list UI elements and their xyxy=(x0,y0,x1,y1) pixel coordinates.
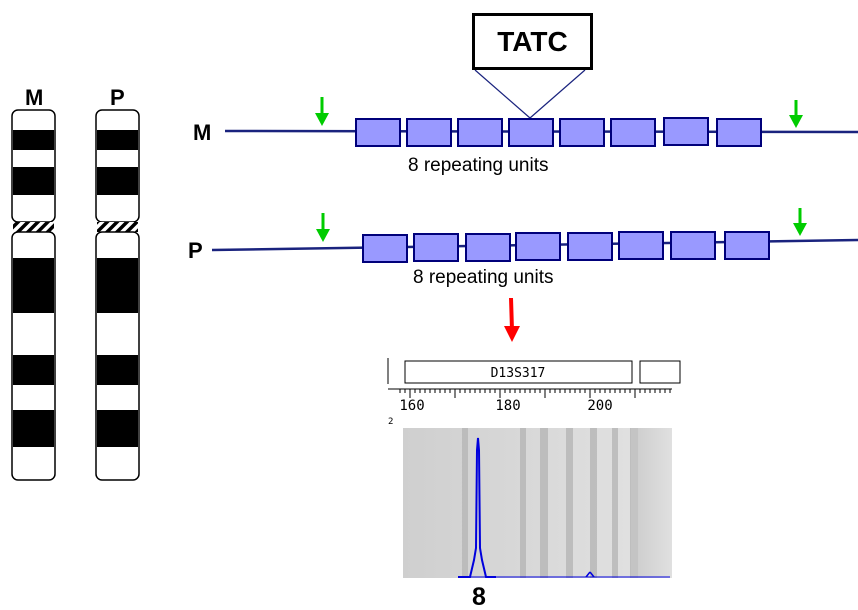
maternal-chromosome xyxy=(11,109,56,481)
repeat-unit xyxy=(670,231,716,260)
result-arrow-icon xyxy=(504,297,520,342)
electropherogram xyxy=(387,358,681,578)
result-label: 8 xyxy=(472,583,486,610)
maternal-units-caption: 8 repeating units xyxy=(408,155,549,176)
lane-stripe xyxy=(540,428,548,578)
lane-stripe xyxy=(520,428,526,578)
lane-stripe xyxy=(566,428,573,578)
maternal-allele xyxy=(224,117,858,147)
marker-box xyxy=(404,360,633,384)
repeat-unit xyxy=(724,231,770,260)
lane-stripe xyxy=(630,428,638,578)
marker-name: D13S317 xyxy=(491,366,546,381)
lane-stripe xyxy=(612,428,618,578)
paternal-units-caption: 8 repeating units xyxy=(413,267,554,288)
repeat-unit xyxy=(362,234,408,263)
repeat-unit xyxy=(465,233,511,262)
repeat-unit xyxy=(508,118,554,147)
primer-arrow-icon xyxy=(315,97,329,126)
repeat-unit xyxy=(515,232,561,261)
primer-arrow-icon xyxy=(789,100,803,128)
primer-arrow-icon xyxy=(316,213,330,242)
repeat-unit xyxy=(413,233,459,262)
maternal-allele-label: M xyxy=(193,120,211,145)
motif-callout-line-right xyxy=(529,69,586,119)
repeat-unit xyxy=(457,118,503,147)
lane-stripe xyxy=(462,428,468,578)
repeat-unit xyxy=(567,232,613,261)
repeat-unit xyxy=(663,117,709,146)
maternal-repeat-units xyxy=(355,117,762,147)
repeat-unit xyxy=(716,118,762,147)
motif-label: TATC xyxy=(497,25,568,57)
paternal-allele xyxy=(211,231,858,263)
repeat-unit xyxy=(610,118,656,147)
repeat-unit xyxy=(355,118,401,147)
lane-label: 2 xyxy=(388,417,393,427)
motif-label-box: TATC xyxy=(472,13,593,70)
paternal-chromosome xyxy=(95,109,140,481)
size-tick-label: 200 xyxy=(587,398,612,414)
paternal-allele-label: P xyxy=(188,238,203,263)
motif-callout-line-left xyxy=(474,69,531,119)
size-tick-label: 160 xyxy=(399,398,424,414)
repeat-unit xyxy=(406,118,452,147)
allele-peak xyxy=(458,437,496,578)
repeat-unit xyxy=(559,118,605,147)
paternal-chromosome-label: P xyxy=(110,85,125,110)
size-tick-label: 180 xyxy=(495,398,520,414)
primer-arrow-icon xyxy=(793,208,807,236)
maternal-chromosome-label: M xyxy=(25,85,43,110)
repeat-unit xyxy=(618,231,664,260)
lane-stripes xyxy=(462,428,638,578)
lane-stripe xyxy=(590,428,597,578)
size-ticks xyxy=(399,389,671,398)
paternal-repeat-units xyxy=(362,231,770,263)
